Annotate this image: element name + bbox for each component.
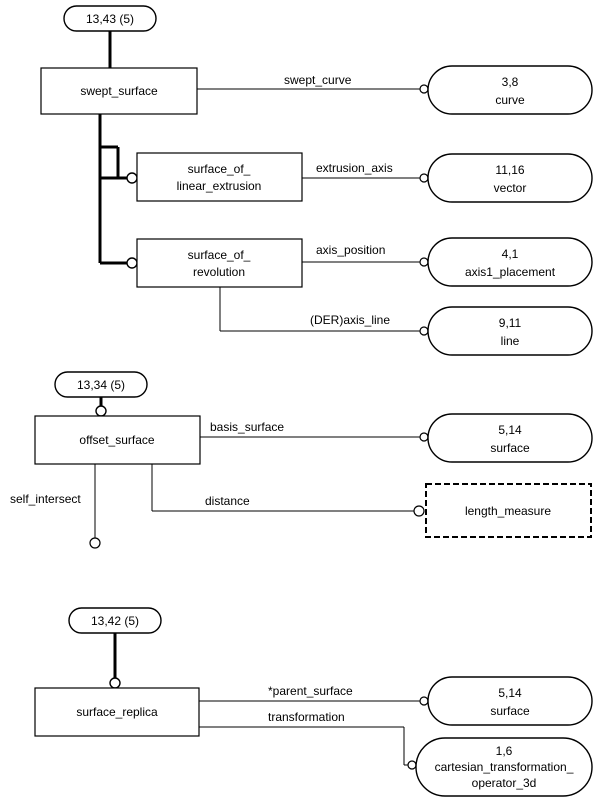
axis-position-endpoint-circle <box>419 257 429 267</box>
swept-curve-label: swept_curve <box>284 73 352 87</box>
offset-subtype-circle <box>95 405 107 417</box>
offset-surface-label: offset_surface <box>79 433 154 447</box>
parent-surface-label: *parent_surface <box>268 684 353 698</box>
ctop-target-ref: 1,6 <box>496 744 513 758</box>
curve-target-name: curve <box>495 93 525 107</box>
axis1-placement-target <box>427 237 593 287</box>
revolution-label-2: revolution <box>193 265 245 279</box>
parent-surface-endpoint-circle <box>419 696 429 706</box>
surface-replica-label: surface_replica <box>76 705 158 719</box>
swept-surface-label: swept_surface <box>80 84 158 98</box>
offset-ref-label: 13,34 (5) <box>77 378 125 392</box>
surface-target-1-name: surface <box>490 441 530 455</box>
axis1-target-ref: 4,1 <box>502 247 519 261</box>
self-intersect-endpoint-circle <box>89 537 101 549</box>
extrusion-subtype-circle <box>126 172 138 184</box>
line-target <box>427 306 593 356</box>
surface-target-2 <box>427 676 593 726</box>
transformation-label: transformation <box>268 710 345 724</box>
linear-extrusion-entity <box>136 152 303 202</box>
curve-target-ref: 3,8 <box>502 75 519 89</box>
replica-subtype-circle <box>109 677 121 689</box>
revolution-subtype-circle <box>126 257 138 269</box>
vector-target <box>427 153 593 203</box>
self-intersect-label: self_intersect <box>10 492 81 506</box>
basis-surface-label: basis_surface <box>210 420 284 434</box>
revolution-label-1: surface_of_ <box>188 248 251 262</box>
swept-curve-endpoint-circle <box>419 84 429 94</box>
replica-ref-label: 13,42 (5) <box>91 614 139 628</box>
extrusion-axis-label: extrusion_axis <box>316 161 393 175</box>
distance-endpoint-circle <box>413 505 425 517</box>
extrusion-axis-endpoint-circle <box>419 173 429 183</box>
length-measure-label: length_measure <box>465 504 551 518</box>
ctop-target-name-1: cartesian_transformation_ <box>435 760 574 774</box>
surface-target-1 <box>427 413 593 463</box>
axis1-target-name: axis1_placement <box>465 265 556 279</box>
swept-surface-entity <box>40 67 198 115</box>
line-target-name: line <box>501 334 520 348</box>
linear-extrusion-label-1: surface_of_ <box>188 162 251 176</box>
axis-position-label: axis_position <box>316 243 385 257</box>
ctop-target-name-2: operator_3d <box>472 776 537 790</box>
vector-target-name: vector <box>494 181 527 195</box>
axis-line-endpoint-circle <box>419 326 429 336</box>
line-target-ref: 9,11 <box>499 316 522 330</box>
revolution-entity <box>136 238 303 288</box>
cartesian-transformation-target <box>415 737 593 797</box>
vector-target-ref: 11,16 <box>495 163 524 177</box>
transformation-endpoint-circle <box>407 760 417 770</box>
surface-target-2-name: surface <box>490 704 530 718</box>
curve-target <box>427 65 593 115</box>
swept-ref-label: 13,43 (5) <box>86 12 134 26</box>
linear-extrusion-label-2: linear_extrusion <box>177 179 262 193</box>
axis-line-label: (DER)axis_line <box>310 313 390 327</box>
surface-target-1-ref: 5,14 <box>498 423 522 437</box>
length-measure-type <box>425 483 592 538</box>
distance-label: distance <box>205 494 250 508</box>
surface-target-2-ref: 5,14 <box>498 686 522 700</box>
offset-surface-entity <box>34 415 201 465</box>
basis-surface-endpoint-circle <box>419 432 429 442</box>
surface-replica-entity <box>34 687 200 737</box>
